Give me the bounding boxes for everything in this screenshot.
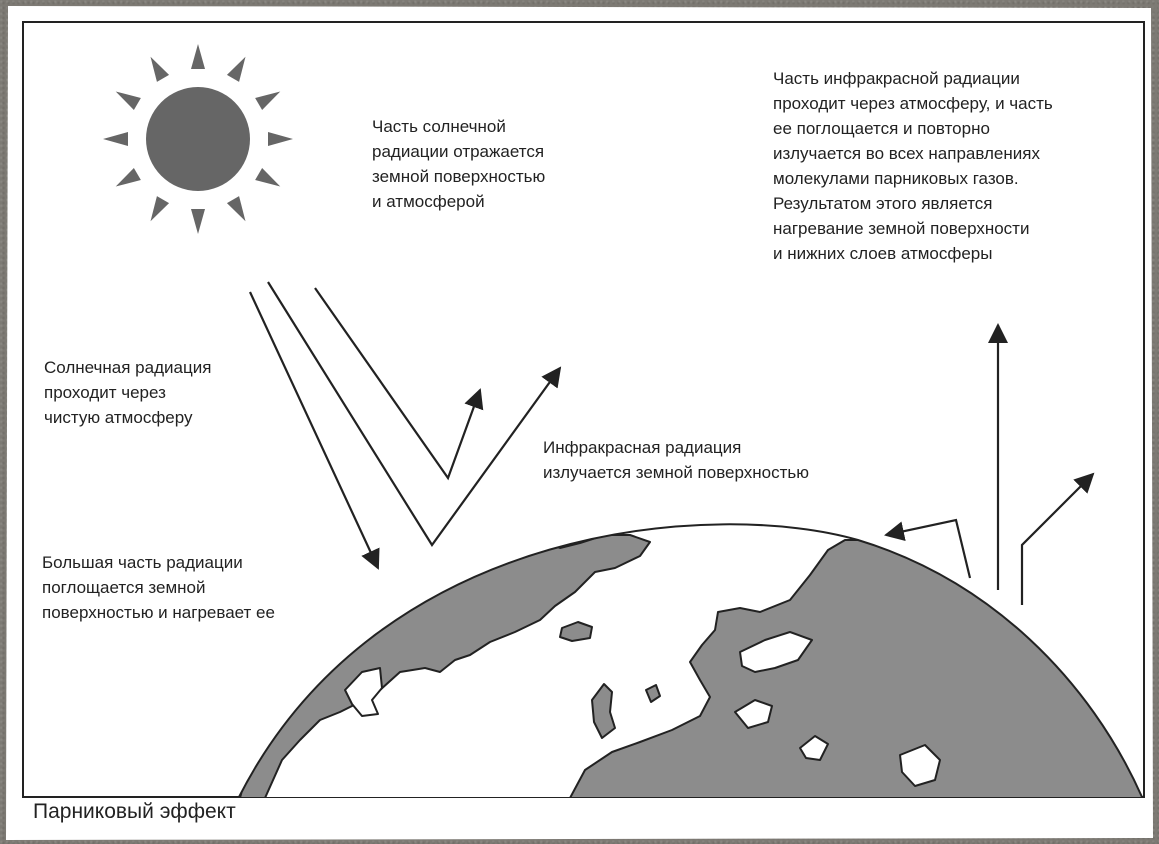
sun-icon	[103, 44, 293, 234]
earth-globe-icon	[238, 523, 1143, 798]
arrow-solar-absorbed	[249, 291, 380, 570]
label-ir-emitted: Инфракрасная радиация излучается земной …	[543, 438, 810, 482]
label-radiation-absorbed: Большая часть радиации поглощается земно…	[42, 553, 275, 622]
label-solar-reflected: Часть солнечной радиации отражается земн…	[372, 117, 546, 211]
label-ir-absorbed-reemitted: Часть инфракрасной радиации проходит чер…	[773, 69, 1053, 263]
figure-caption: Парниковый эффект	[33, 800, 236, 823]
arrow-ir-reemitted-right	[1020, 472, 1095, 605]
arrow-solar-reflected-surface	[267, 281, 562, 547]
arrow-ir-reemitted-left	[884, 518, 972, 579]
label-solar-passes: Солнечная радиация проходит через чистую…	[44, 358, 212, 427]
radiation-arrows	[249, 281, 1095, 605]
arrow-solar-reflected-atmosphere	[314, 287, 484, 481]
